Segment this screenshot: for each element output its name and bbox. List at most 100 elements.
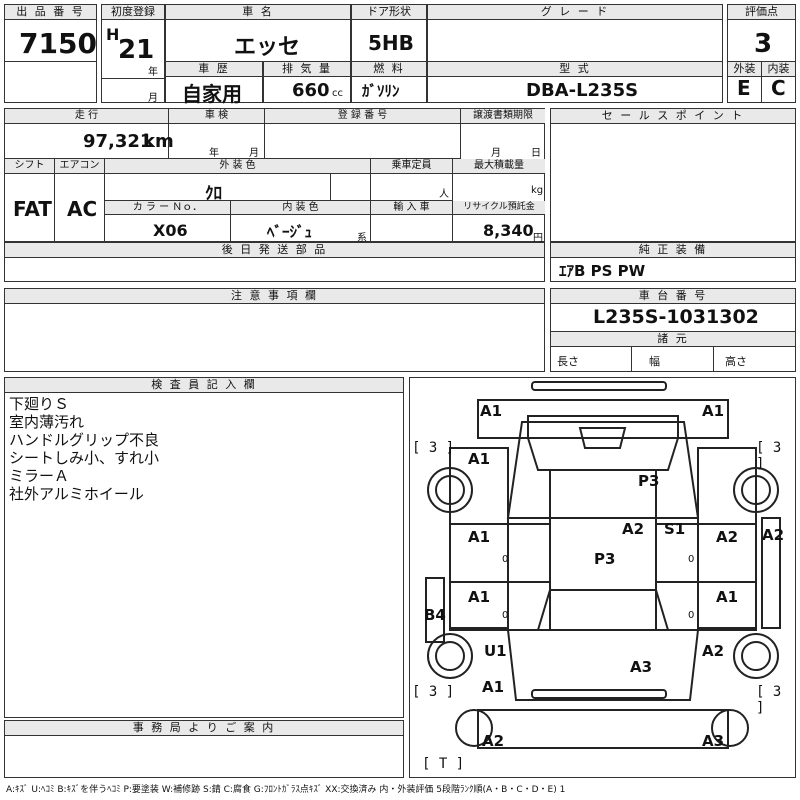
history-box: 車 歴 自家用: [165, 61, 263, 106]
damage-mark-right-a2-low: A2: [702, 642, 725, 660]
damage-mark-front-right-door: A2: [716, 528, 739, 546]
capacity-unit: 人: [439, 189, 449, 200]
import-value: [371, 215, 453, 242]
shift-label: シフト: [5, 159, 55, 174]
tire-rr-rating: [ 3 ]: [756, 684, 782, 716]
damage-mark-roof-s1: S1: [664, 520, 686, 538]
equipment-value: ｴｱB PS PW: [559, 262, 646, 280]
inspector-note: ハンドルグリップ不良: [9, 431, 160, 449]
year-value: 21: [118, 35, 155, 65]
tire-fl-rating: [ 3 ]: [412, 440, 455, 456]
displacement-value: 660: [292, 80, 330, 101]
grade-box: グ レ ー ド: [427, 4, 723, 62]
spare-tire-rating: [ T ]: [422, 756, 465, 772]
chassis-box: 車 台 番 号 L235S-1031302 諸 元 長さ 幅 高さ: [550, 288, 796, 372]
interior-color-label: 内 装 色: [231, 201, 371, 215]
tire-rl-rating: [ 3 ]: [412, 684, 455, 700]
exterior-grade-value: E: [737, 76, 751, 100]
door-value: 5HB: [368, 31, 414, 55]
later-parts-label: 後 日 発 送 部 品: [5, 243, 544, 258]
length-label: 長さ: [557, 355, 579, 368]
transfer-deadline-label: 譲渡書類期限: [461, 109, 545, 124]
max-load-unit: kg: [531, 185, 544, 196]
fuel-label: 燃 料: [352, 62, 426, 77]
inspection-year-unit: 年: [209, 148, 219, 159]
transfer-day-unit: 日: [531, 148, 541, 159]
displacement-box: 排 気 量 660 cc: [263, 61, 351, 103]
history-label: 車 歴: [166, 62, 262, 77]
registration-number-label: 登 録 番 号: [265, 109, 461, 124]
fuel-value: ｶﾞｿﾘﾝ: [362, 82, 400, 100]
damage-mark-right-edge: A2: [762, 526, 785, 544]
shift-value: FAT: [13, 197, 52, 221]
sales-points-label: セ ー ル ス ポ イ ン ト: [551, 109, 795, 124]
inspector-note: 下廻りＳ: [9, 395, 70, 413]
recycle-value: 8,340: [483, 221, 534, 240]
chassis-label: 車 台 番 号: [551, 289, 795, 304]
width-label: 幅: [649, 355, 660, 368]
inspector-notes-label: 検 査 員 記 入 欄: [5, 378, 403, 393]
score-box: 評価点 3: [727, 4, 796, 62]
damage-mark-rear-left-a1: A1: [482, 678, 505, 696]
exterior-color-label: 外 装 色: [105, 159, 371, 174]
car-name-box: 車 名 エッセ: [165, 4, 351, 62]
displacement-unit: cc: [332, 88, 343, 99]
year-unit: 年: [148, 67, 158, 78]
mileage-label: 走 行: [5, 109, 169, 124]
door-zero-mark: 0: [688, 610, 695, 621]
damage-mark-front-left-door: A1: [468, 528, 491, 546]
interior-grade-value: C: [771, 76, 786, 100]
first-registration-label: 初度登録: [102, 5, 164, 20]
lot-number-box: 出 品 番 号 7150: [4, 4, 97, 103]
damage-mark-roof-a2: A2: [622, 520, 645, 538]
damage-mark-trunk: A3: [630, 658, 653, 676]
inspector-note: シートしみ小、すれ小: [9, 449, 160, 467]
door-zero-mark: 0: [502, 610, 509, 621]
first-registration-box: 初度登録 H 21 年 月: [101, 4, 165, 104]
displacement-label: 排 気 量: [264, 62, 350, 77]
damage-mark-hood-left: A1: [468, 450, 491, 468]
inspector-note: 室内薄汚れ: [9, 413, 85, 431]
dimensions-label: 諸 元: [551, 332, 795, 347]
interior-grade-label: 内装: [762, 62, 795, 77]
history-value: 自家用: [182, 82, 242, 106]
interior-grade-box: 内装 C: [761, 61, 796, 103]
exterior-grade-label: 外装: [728, 62, 761, 77]
inspector-note: 社外アルミホイール: [9, 485, 144, 503]
sales-points-box: セ ー ル ス ポ イ ン ト: [550, 108, 796, 242]
damage-mark-front-right: A1: [702, 402, 725, 420]
inspection-label: 車 検: [169, 109, 265, 124]
import-label: 輸 入 車: [371, 201, 453, 215]
recycle-unit: 円: [533, 233, 543, 244]
damage-mark-front-left: A1: [480, 402, 503, 420]
door-zero-mark: 0: [502, 554, 509, 565]
exterior-color-value: ｸﾛ: [205, 184, 222, 204]
interior-color-unit: 系: [357, 233, 367, 244]
mileage-unit: km: [143, 131, 174, 152]
damage-mark-rear-left: A2: [482, 732, 505, 750]
mileage-value: 97,321: [83, 131, 153, 152]
damage-mark-rear-right: A3: [702, 732, 725, 750]
capacity-label: 乗車定員: [371, 159, 453, 174]
lot-number-label: 出 品 番 号: [5, 5, 96, 20]
aircon-label: エアコン: [55, 159, 105, 174]
max-load-label: 最大積載量: [453, 159, 545, 174]
door-label: ドア形状: [352, 5, 426, 20]
model-box: 型 式 DBA-L235S: [427, 61, 723, 103]
car-name-value: エッセ: [234, 35, 301, 60]
inspector-note: ミラーＡ: [9, 467, 70, 485]
fuel-box: 燃 料 ｶﾞｿﾘﾝ: [351, 61, 427, 103]
inspection-month-unit: 月: [249, 148, 259, 159]
height-label: 高さ: [725, 355, 747, 368]
later-parts-box: 後 日 発 送 部 品: [4, 242, 545, 282]
legend-text: A:ｷｽﾞ U:ﾍｺﾐ B:ｷｽﾞを伴うﾍｺﾐ P:要塗装 W:補修跡 S:錆 …: [6, 785, 566, 795]
caution-label: 注 意 事 項 欄: [5, 289, 544, 304]
month-unit: 月: [148, 93, 158, 104]
inspector-notes-box: 検 査 員 記 入 欄 下廻りＳ 室内薄汚れ ハンドルグリップ不良 シートしみ小…: [4, 377, 404, 718]
interior-color-value: ﾍﾞｰｼﾞｭ: [267, 223, 313, 241]
recycle-label: リサイクル預託金: [453, 201, 545, 215]
aircon-value: AC: [67, 197, 98, 221]
vehicle-info-block: 走 行 車 検 登 録 番 号 譲渡書類期限 97,321 km 年 月 月 日…: [4, 108, 545, 244]
transfer-month-unit: 月: [491, 148, 501, 159]
damage-mark-left-b4: B4: [424, 606, 446, 624]
